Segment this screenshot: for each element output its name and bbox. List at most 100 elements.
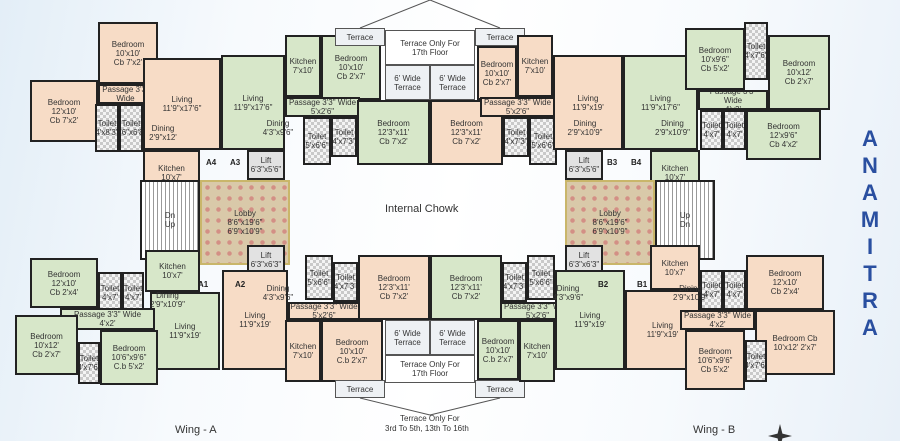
brand-letter: M <box>860 207 880 232</box>
room-size: 4'x7'3" <box>504 137 528 146</box>
brand-letter: N <box>862 153 878 178</box>
room-label: Bedroom <box>768 269 802 278</box>
room-size: 10'x10' <box>338 63 364 72</box>
room-label: Passage 3'3" Wide <box>483 98 552 107</box>
room-label: Bedroom <box>481 336 515 346</box>
room-size: 11'9"x19' <box>572 102 604 112</box>
wing-a-label: Wing - A <box>175 424 217 436</box>
room-label: 6' Wide <box>394 328 421 338</box>
brand-letter: A <box>862 126 878 151</box>
room-size: 5'x2'6" <box>310 107 335 116</box>
room-size: 4'x7' <box>726 130 743 139</box>
room-label: Bedroom <box>47 269 81 279</box>
room-label: Bedroom <box>334 54 368 63</box>
room-size: 4'x2' <box>725 104 741 110</box>
room-size: 12'x10' <box>51 106 77 116</box>
room-label: Kitchen <box>521 57 549 66</box>
room-size: 5'x2'6" <box>505 107 530 116</box>
room-label: Toilet <box>725 121 744 130</box>
room-size: 2'9"x10'9" <box>655 127 690 137</box>
room-extra: Cb 2'x4' <box>770 287 800 296</box>
room-passage-3-3-wide: Passage 3'3" Wide <box>98 84 153 104</box>
room-extra: Cb 5'x2' <box>700 364 730 374</box>
room-label: Toilet <box>309 268 329 278</box>
room-terrace: Terrace <box>475 380 525 398</box>
room-extra: Cb 7'x2' <box>379 292 409 301</box>
room-label: Toilet <box>725 281 744 290</box>
brand-letter: I <box>866 234 874 259</box>
room-label: Passage 3'3" Wide <box>73 310 142 319</box>
room-label: Toilet <box>506 128 526 137</box>
room-size: 4'x7'6" <box>744 51 768 60</box>
room-label: Passage 3'3" Wide <box>709 90 757 105</box>
room-label: Terrace Only For <box>400 360 460 369</box>
room-size: 6'3"x6'3" <box>250 260 282 269</box>
room-size: 11'9"x17'6" <box>233 102 273 112</box>
room-size: 7'x10' <box>292 351 314 360</box>
room-size: 2'9"x10'9" <box>673 293 708 302</box>
room-label: Bedroom <box>111 39 145 49</box>
room-size: 2'9"x10'9" <box>150 300 185 309</box>
room-size: 5'x6'6" <box>307 277 331 287</box>
room-size: Up <box>164 220 176 229</box>
room-size: 10'x12' <box>34 340 59 350</box>
room-label: Living <box>577 93 599 103</box>
room-label: Passage 3'3" Wide <box>503 302 572 311</box>
room-label: Dining <box>573 118 597 128</box>
room-extra: 6'9"x10'9" <box>592 227 628 236</box>
room-label: Passage 3'3" Wide <box>288 98 357 107</box>
room-size: 2'9"x10'9" <box>567 127 603 137</box>
room-size: 4'3"x9'6" <box>552 293 584 302</box>
room-label: Kitchen <box>289 342 317 351</box>
room-label: Toilet <box>121 119 141 128</box>
room-label: Living <box>174 322 196 331</box>
room-label: Dining <box>266 284 290 293</box>
room-terrace: Terrace <box>335 380 385 398</box>
room-size: 10'x7' <box>162 271 183 280</box>
room-size: 4'x7'6" <box>78 363 100 372</box>
flat-tag-b2: B2 <box>598 280 609 289</box>
room-extra: Cb 2'x4' <box>49 287 79 297</box>
room-size: 4'x7'3" <box>502 282 527 291</box>
room-size: Dn <box>679 220 691 229</box>
room-extra: Cb 2'x7' <box>336 72 366 81</box>
room-label: Bedroom <box>377 274 411 283</box>
room-label: Living <box>579 311 601 320</box>
room-label: Toilet <box>702 281 721 290</box>
room-extra: Cb 7'x2' <box>379 137 408 146</box>
room-label: Lift <box>260 156 272 165</box>
room-label: Living <box>242 93 264 103</box>
room-label: Passage 3'3" Wide <box>102 85 149 103</box>
room-label: Bedroom <box>480 59 514 69</box>
room-label: Bedroom <box>698 346 732 356</box>
room-label: Living <box>244 311 266 320</box>
room-label: Passage 3'3" Wide <box>683 311 752 320</box>
internal-chowk-label: Internal Chowk <box>385 203 459 215</box>
